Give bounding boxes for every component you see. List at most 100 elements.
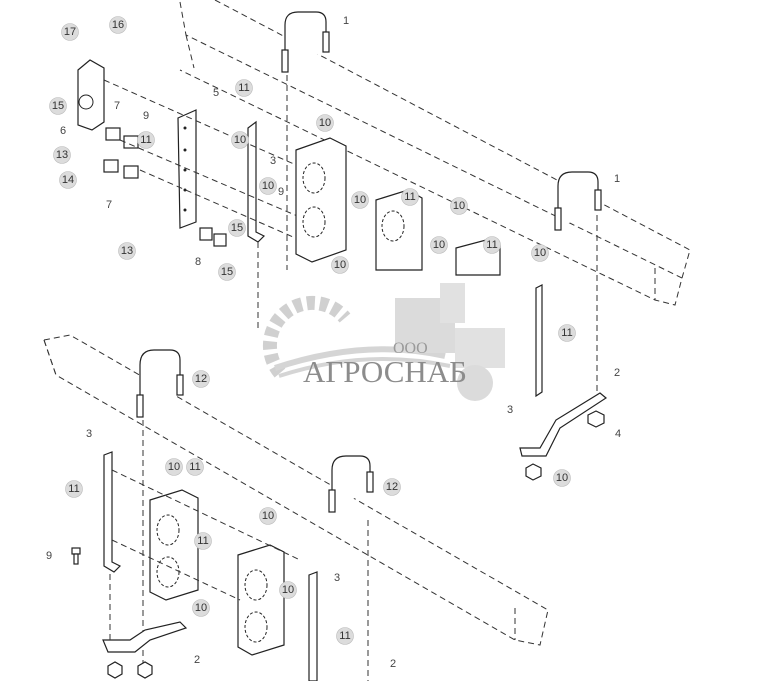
callout-2: 2 (194, 654, 200, 666)
callout-11: 11 (235, 79, 253, 97)
callout-11: 11 (336, 627, 354, 645)
svg-text:10: 10 (319, 117, 331, 129)
callout-3: 3 (86, 428, 92, 440)
svg-text:6: 6 (60, 125, 66, 137)
callout-9: 9 (46, 550, 52, 562)
svg-text:13: 13 (121, 245, 133, 257)
u-bolt-upper-left (281, 11, 330, 270)
callout-10: 10 (450, 197, 468, 215)
callout-10: 10 (192, 599, 210, 617)
svg-text:10: 10 (433, 239, 445, 251)
svg-text:3: 3 (334, 572, 340, 584)
callout-17: 17 (61, 23, 79, 41)
callout-10: 10 (430, 236, 448, 254)
bolt-9-lower (71, 547, 81, 565)
nuts-lower-left (107, 661, 153, 679)
dashed-bolt-lines-lower (109, 469, 301, 640)
callout-15: 15 (218, 263, 236, 281)
svg-text:11: 11 (189, 461, 200, 473)
svg-text:10: 10 (282, 584, 294, 596)
svg-text:2: 2 (614, 367, 620, 379)
svg-text:15: 15 (231, 222, 243, 234)
callout-6: 6 (60, 125, 66, 137)
u-bolt-lower-right (328, 455, 374, 681)
svg-text:2: 2 (194, 654, 200, 666)
u-bolt-upper-right (554, 171, 602, 400)
callout-13: 13 (118, 242, 136, 260)
svg-text:3: 3 (86, 428, 92, 440)
svg-text:11: 11 (561, 327, 572, 339)
callout-13: 13 (53, 146, 71, 164)
bracket-strip-3-lower-right (308, 571, 318, 681)
upper-frame-beam (179, 0, 691, 306)
callout-9: 9 (278, 186, 284, 198)
bracket-2-lower-left (102, 621, 188, 653)
svg-text:10: 10 (354, 194, 366, 206)
bracket-strip-3-upper (247, 120, 266, 243)
svg-text:7: 7 (106, 199, 112, 211)
callout-10: 10 (531, 244, 549, 262)
lamp-housing-lower-1 (149, 489, 199, 601)
clamp-blocks-8 (199, 227, 227, 247)
svg-text:11: 11 (197, 535, 208, 547)
callout-12: 12 (192, 370, 210, 388)
svg-text:1: 1 (343, 15, 349, 27)
svg-text:11: 11 (238, 82, 249, 94)
u-bolt-lower-left (136, 349, 184, 665)
lower-frame-beam (43, 334, 549, 646)
svg-text:9: 9 (278, 186, 284, 198)
svg-text:9: 9 (46, 550, 52, 562)
callout-3: 3 (507, 404, 513, 416)
dashed-bolt-lines-upper (103, 79, 331, 330)
callout-1: 1 (614, 173, 620, 185)
callout-10: 10 (316, 114, 334, 132)
bracket-2-right (519, 392, 608, 457)
svg-text:13: 13 (56, 149, 68, 161)
svg-text:10: 10 (234, 134, 246, 146)
callout-2: 2 (390, 658, 396, 670)
svg-text:10: 10 (453, 200, 465, 212)
callout-11: 11 (401, 188, 419, 206)
svg-text:9: 9 (143, 110, 149, 122)
callout-11: 11 (137, 131, 155, 149)
svg-text:14: 14 (62, 174, 74, 186)
svg-text:12: 12 (195, 373, 207, 385)
callout-10: 10 (351, 191, 369, 209)
callout-10: 10 (553, 469, 571, 487)
svg-text:10: 10 (556, 472, 568, 484)
lamp-housing-upper-2 (375, 189, 423, 271)
svg-text:11: 11 (68, 483, 79, 495)
callout-7: 7 (106, 199, 112, 211)
svg-text:11: 11 (339, 630, 350, 642)
callout-14: 14 (59, 171, 77, 189)
callout-3: 3 (334, 572, 340, 584)
callout-7: 7 (114, 100, 120, 112)
callout-10: 10 (279, 581, 297, 599)
svg-text:3: 3 (270, 155, 276, 167)
callout-12: 12 (383, 478, 401, 496)
svg-text:10: 10 (168, 461, 180, 473)
svg-text:15: 15 (52, 100, 64, 112)
svg-text:10: 10 (262, 510, 274, 522)
svg-text:11: 11 (486, 239, 497, 251)
callout-1: 1 (343, 15, 349, 27)
callout-3: 3 (270, 155, 276, 167)
svg-text:7: 7 (114, 100, 120, 112)
svg-text:16: 16 (112, 19, 124, 31)
svg-text:10: 10 (534, 247, 546, 259)
callout-10: 10 (259, 507, 277, 525)
bracket-plate-6 (77, 59, 105, 131)
svg-text:17: 17 (64, 26, 76, 38)
svg-text:4: 4 (615, 428, 621, 440)
callout-9: 9 (143, 110, 149, 122)
bracket-strip-3-right (535, 284, 543, 398)
callout-11: 11 (186, 458, 204, 476)
nut-10-right (525, 463, 542, 481)
svg-text:11: 11 (140, 134, 151, 146)
svg-text:8: 8 (195, 256, 201, 268)
callout-15: 15 (228, 219, 246, 237)
callout-11: 11 (483, 236, 501, 254)
svg-text:3: 3 (507, 404, 513, 416)
svg-text:10: 10 (334, 259, 346, 271)
